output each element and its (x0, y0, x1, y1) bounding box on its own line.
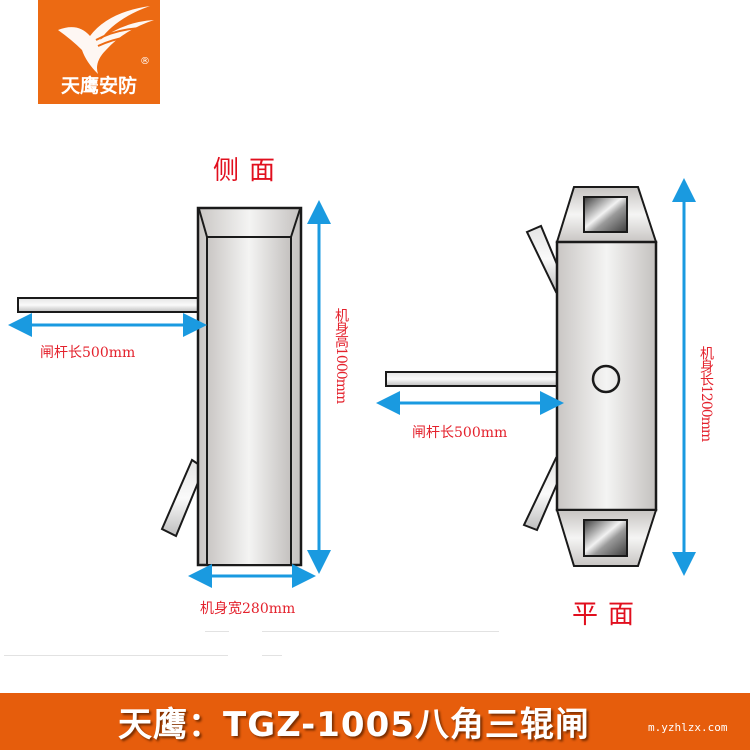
divider (262, 631, 499, 632)
side-view-drawing (17, 206, 303, 567)
plan-length-label: 机身长1200mm (698, 346, 714, 442)
side-arm-length-label: 闸杆长500mm (40, 345, 136, 361)
divider (4, 655, 228, 656)
height-label-num: 1000mm (333, 347, 349, 404)
plan-arm-length-label: 闸杆长500mm (412, 425, 508, 441)
rotor-hub-icon (591, 364, 621, 394)
website-url: m.yzhlzx.com (648, 721, 728, 734)
divider (205, 631, 229, 632)
plan-view-drawing (385, 186, 658, 567)
brand-logo: ® 天鹰安防 (38, 0, 160, 104)
title-banner: 天鹰：TGZ-1005八角三辊闸 m.yzhlzx.com (0, 693, 750, 750)
eagle-wing-logo-icon (58, 6, 154, 74)
registered-mark: ® (140, 56, 150, 67)
plan-view-title: 平面 (572, 600, 645, 630)
side-height-label: 机身高1000mm (333, 308, 349, 404)
height-label-cn: 机身高 (333, 308, 349, 347)
length-label-cn: 机身长 (698, 346, 714, 385)
divider (262, 655, 282, 656)
product-title: 天鹰：TGZ-1005八角三辊闸 (118, 705, 590, 745)
length-label-num: 1200mm (698, 385, 714, 442)
side-view-title: 侧面 (213, 156, 286, 186)
side-width-label: 机身宽280mm (200, 601, 296, 617)
brand-name: 天鹰安防 (60, 75, 137, 97)
